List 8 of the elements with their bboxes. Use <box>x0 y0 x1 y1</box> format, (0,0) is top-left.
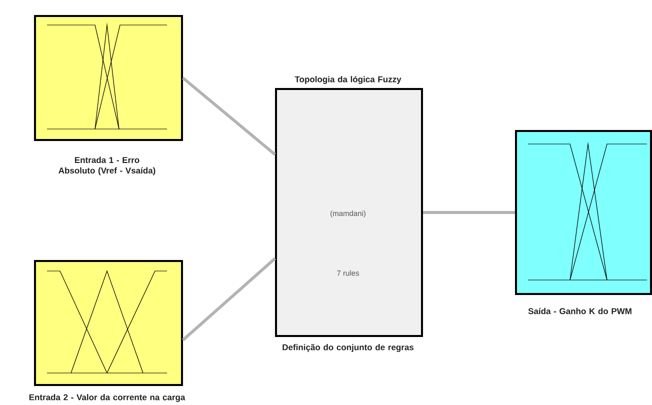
connector-line <box>182 76 276 156</box>
connector-line <box>182 257 276 342</box>
node-label: Definição do conjunto de regras <box>282 344 414 352</box>
node-label: Topologia da lógica Fuzzy <box>294 76 402 84</box>
node-label: Saída - Ganho K do PWM <box>528 308 632 314</box>
connector-line <box>423 211 515 214</box>
node-label: Entrada 1 - Erro Absoluto (Vref - Vsaída) <box>58 156 156 176</box>
node-label: Entrada 2 - Valor da corrente na carga <box>29 394 186 402</box>
